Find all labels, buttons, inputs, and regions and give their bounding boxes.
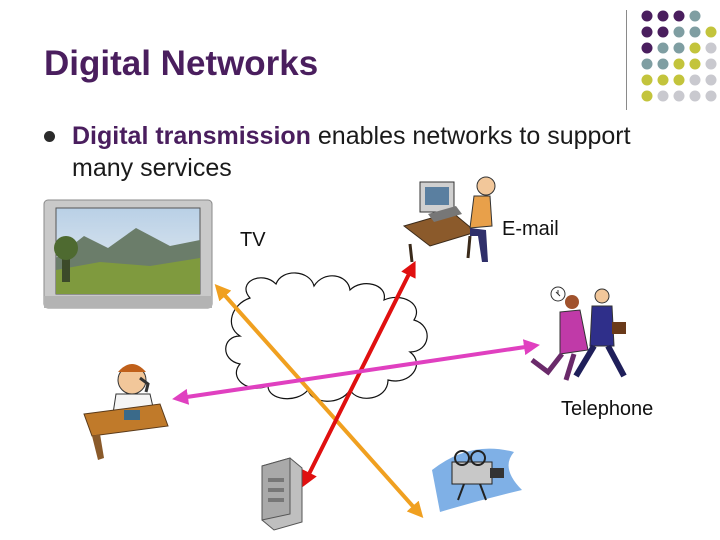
computer-user-icon (402, 176, 496, 263)
bullet-rest: enables networks to support many service… (72, 122, 631, 182)
server-tower-icon (261, 457, 303, 531)
running-people-icon (530, 286, 627, 381)
tv-icon (43, 199, 213, 309)
telephone-person-icon (83, 364, 169, 460)
decorative-dot-grid (641, 10, 717, 102)
video-camera-icon (432, 448, 522, 512)
slide-title: Digital Networks (44, 44, 319, 83)
bullet-highlight: Digital transmission (72, 122, 311, 150)
divider-line (626, 10, 627, 110)
bullet-text: Digital transmission enables networks to… (72, 120, 662, 184)
label-tv: TV (240, 229, 266, 251)
cloud-network-icon (225, 272, 428, 402)
bullet-point (44, 131, 55, 142)
arrow-magenta (172, 339, 540, 405)
label-email: E-mail (502, 218, 559, 240)
label-telephone: Telephone (561, 398, 654, 420)
